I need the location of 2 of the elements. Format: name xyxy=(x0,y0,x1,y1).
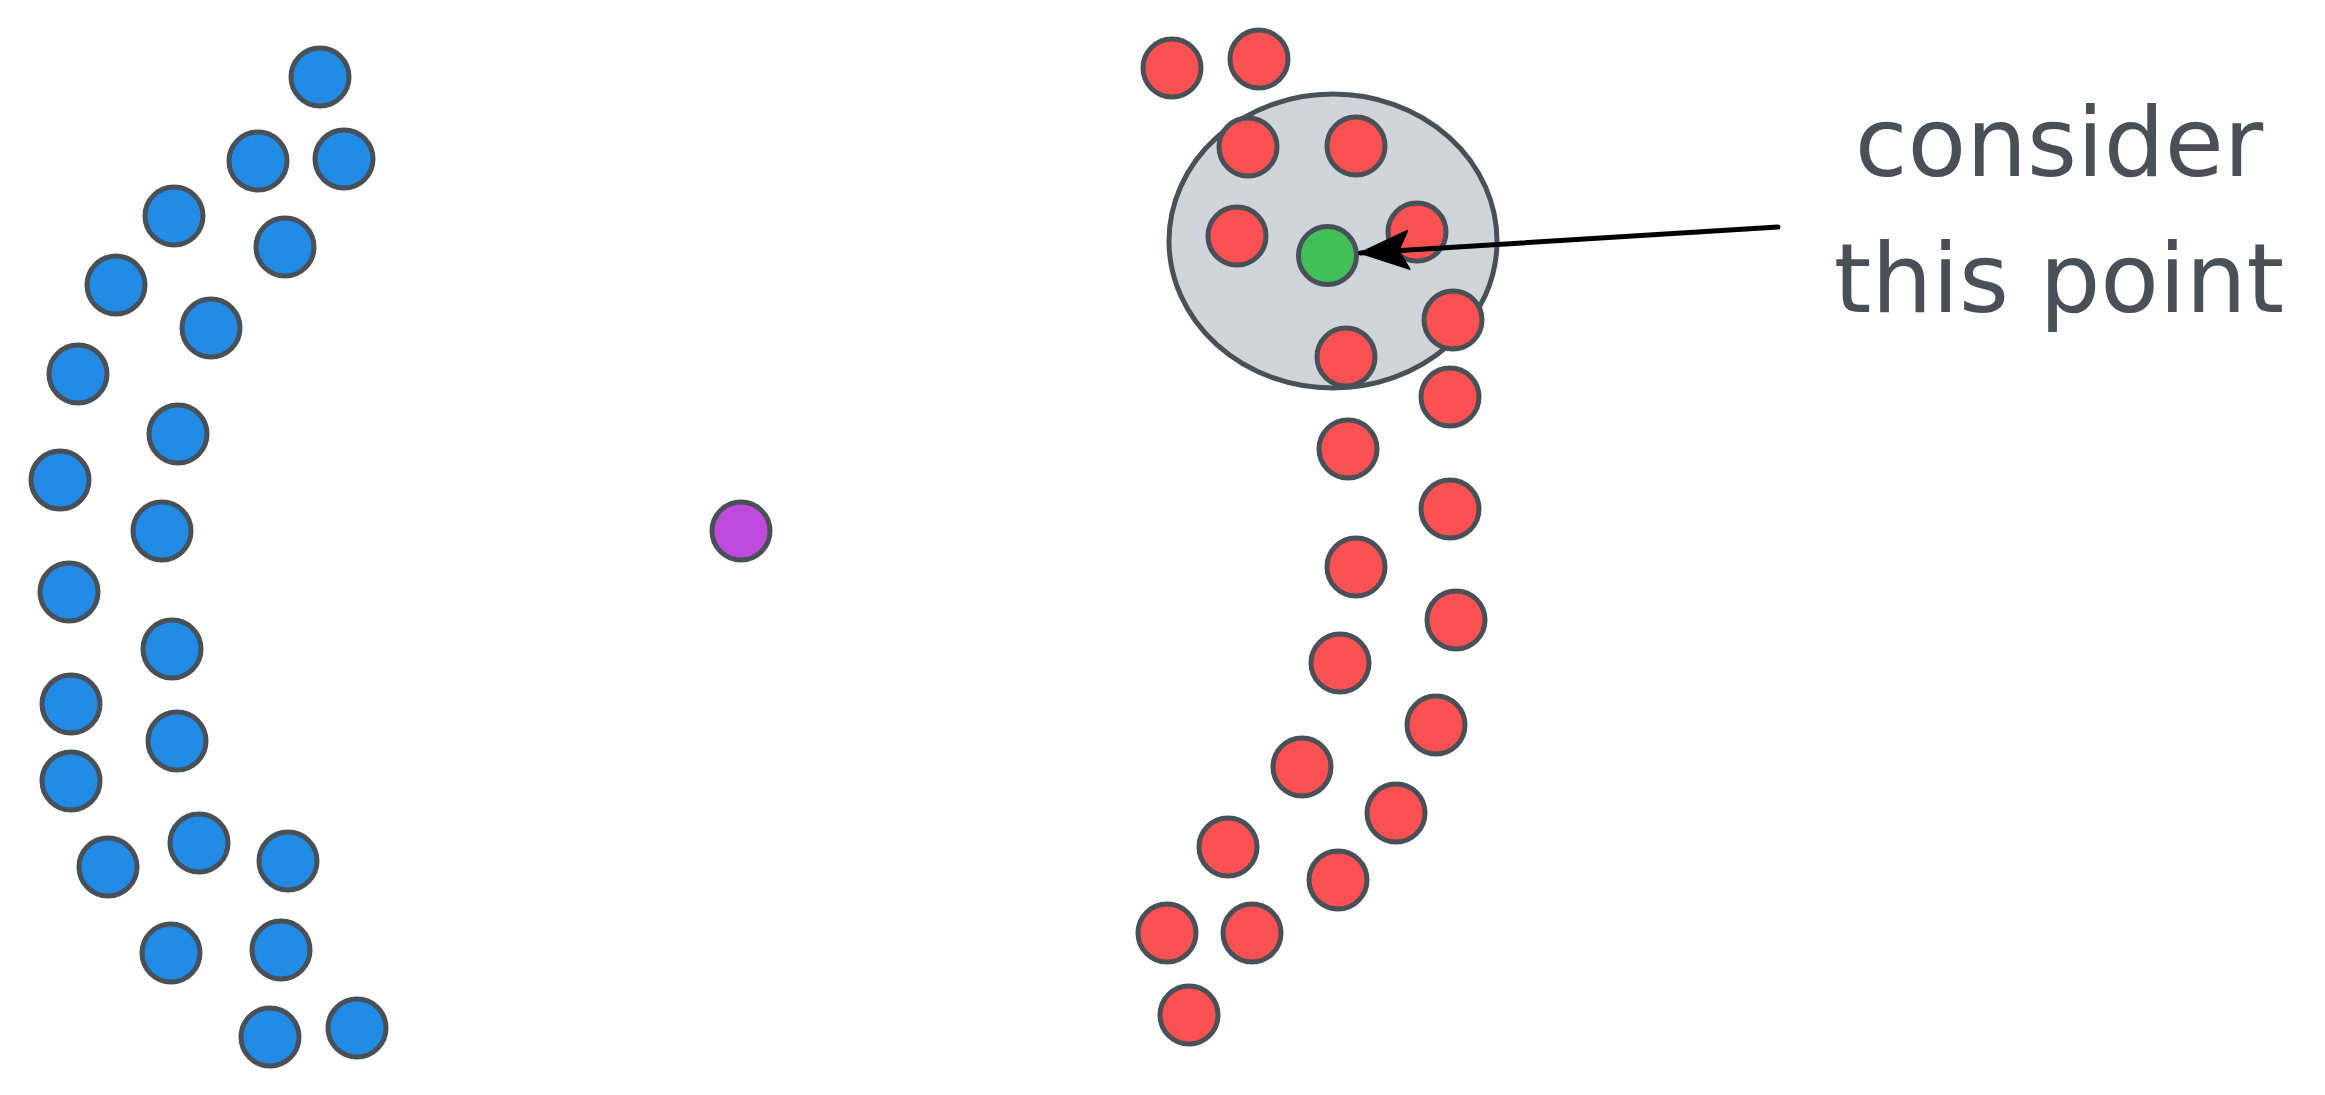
callout-text: consider this point xyxy=(1832,86,2286,337)
arrow xyxy=(1357,224,1781,270)
